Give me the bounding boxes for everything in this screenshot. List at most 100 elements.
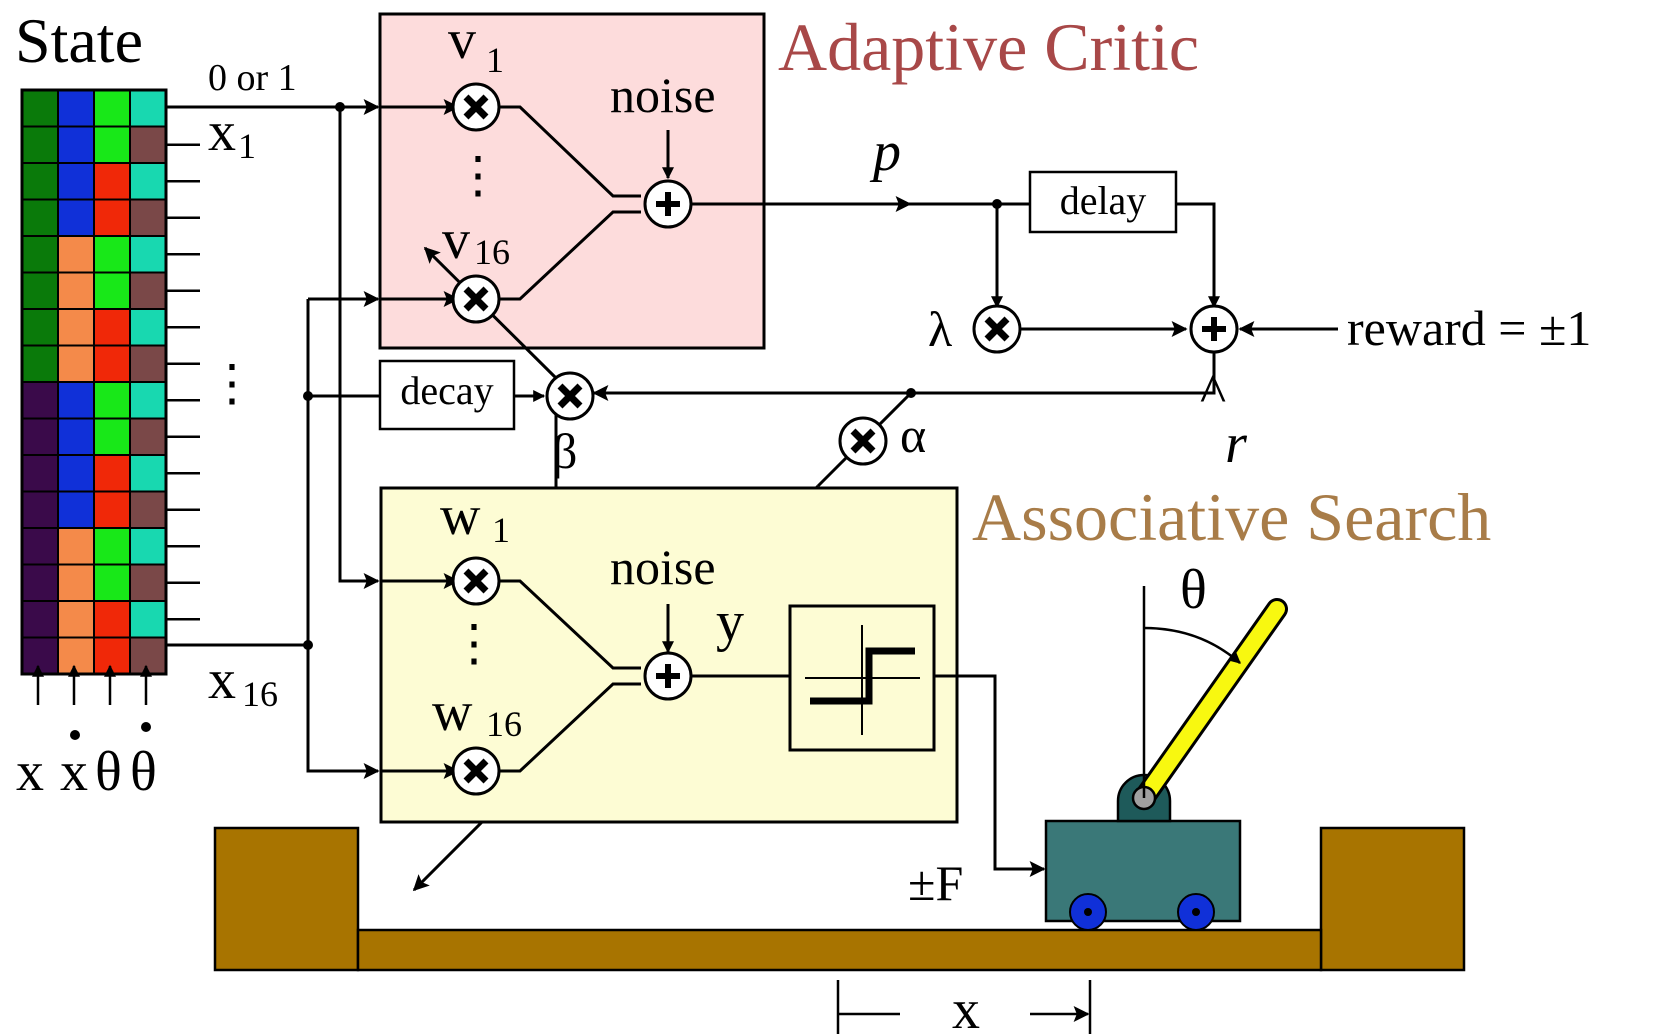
state-cell [93, 381, 131, 420]
state-cell [93, 417, 131, 456]
reward-label: reward = ±1 [1347, 300, 1591, 356]
state-cell [129, 344, 167, 383]
decay-box [378, 359, 516, 431]
state-cell [21, 198, 59, 237]
state-grid-outline [20, 88, 168, 676]
state-cell [57, 454, 95, 493]
state-cell [93, 125, 131, 164]
state-grid [20, 88, 168, 676]
state-cell [21, 490, 59, 529]
track-left-block [213, 826, 360, 972]
state-ticks [166, 143, 200, 621]
cart-displacement-indicator [836, 980, 1092, 1034]
state-cell [93, 490, 131, 529]
svg-text:1: 1 [238, 126, 256, 166]
state-cell [129, 636, 167, 675]
state-cell [57, 89, 95, 128]
state-title: State [15, 5, 143, 76]
delay-label: delay [1060, 178, 1147, 223]
cart-x-label: x [952, 979, 980, 1034]
beta-label: β [552, 423, 577, 479]
state-cell [93, 235, 131, 274]
state-cell [21, 235, 59, 274]
x16-label: x 16 [208, 649, 278, 714]
alpha-label: α [900, 407, 926, 463]
state-cell [93, 527, 131, 566]
state-cell [57, 417, 95, 456]
force-label: ±F [908, 855, 963, 911]
decay-label: decay [400, 368, 493, 413]
svg-text:r: r [1225, 413, 1247, 475]
state-cell [93, 454, 131, 493]
state-cell [129, 417, 167, 456]
svg-text:16: 16 [242, 674, 278, 714]
pole-fill [1136, 601, 1285, 806]
state-cell [129, 381, 167, 420]
v1-label: v 1 [448, 9, 504, 80]
state-cell [93, 563, 131, 602]
svg-text:v: v [442, 209, 470, 271]
state-cell [57, 235, 95, 274]
state-cell [21, 417, 59, 456]
state-cell [21, 344, 59, 383]
svg-text:1: 1 [492, 510, 510, 550]
state-input-arrows [32, 664, 152, 705]
state-cell [57, 563, 95, 602]
state-cell [21, 89, 59, 128]
search-wiring [166, 107, 1046, 877]
state-cell [129, 600, 167, 639]
junction-dots [303, 102, 1002, 650]
search-adder [643, 651, 693, 701]
state-cell [57, 381, 95, 420]
state-cell [57, 271, 95, 310]
state-cell [129, 454, 167, 493]
state-cell [21, 271, 59, 310]
svg-text:16: 16 [474, 232, 510, 272]
svg-text:x: x [16, 741, 44, 803]
state-cell [93, 308, 131, 347]
lambda-multiplier [972, 304, 1022, 354]
state-cell [93, 198, 131, 237]
v16-multiplier [451, 274, 501, 324]
state-cell [129, 563, 167, 602]
state-cell [57, 198, 95, 237]
state-cell [21, 381, 59, 420]
svg-text:w: w [440, 485, 481, 547]
theta-label: θ [1180, 559, 1207, 621]
search-vdots: ⋮ [449, 615, 499, 671]
state-cell [57, 636, 95, 675]
alpha-multiplier [838, 416, 888, 466]
state-cell [93, 162, 131, 201]
beta-multiplier [545, 371, 595, 421]
state-cell [93, 600, 131, 639]
r-hat-label: ^ r [1200, 363, 1247, 475]
track-right-block [1319, 826, 1466, 972]
state-cell [21, 454, 59, 493]
state-cell [21, 636, 59, 675]
svg-text:^: ^ [1200, 363, 1226, 425]
state-cell [57, 344, 95, 383]
svg-text:θ: θ [130, 741, 157, 803]
state-cell [57, 308, 95, 347]
state-cell [21, 563, 59, 602]
v16-label: v 16 [442, 209, 510, 272]
state-cell [129, 89, 167, 128]
critic-adder [643, 179, 693, 229]
state-variable-labels: x x θ θ [16, 722, 157, 803]
svg-text:16: 16 [486, 704, 522, 744]
w1-multiplier [451, 556, 501, 606]
critic-noise-label: noise [610, 67, 716, 123]
state-cell [129, 125, 167, 164]
state-cell [93, 271, 131, 310]
zero-or-one-label: 0 or 1 [208, 57, 297, 99]
state-cell [93, 344, 131, 383]
cart-wheel-left [1069, 893, 1107, 931]
w16-multiplier [451, 746, 501, 796]
w1-label: w 1 [440, 485, 510, 550]
state-cell [21, 125, 59, 164]
threshold-function-box [788, 604, 936, 752]
state-cell [57, 162, 95, 201]
state-cell [57, 125, 95, 164]
state-cell [93, 636, 131, 675]
